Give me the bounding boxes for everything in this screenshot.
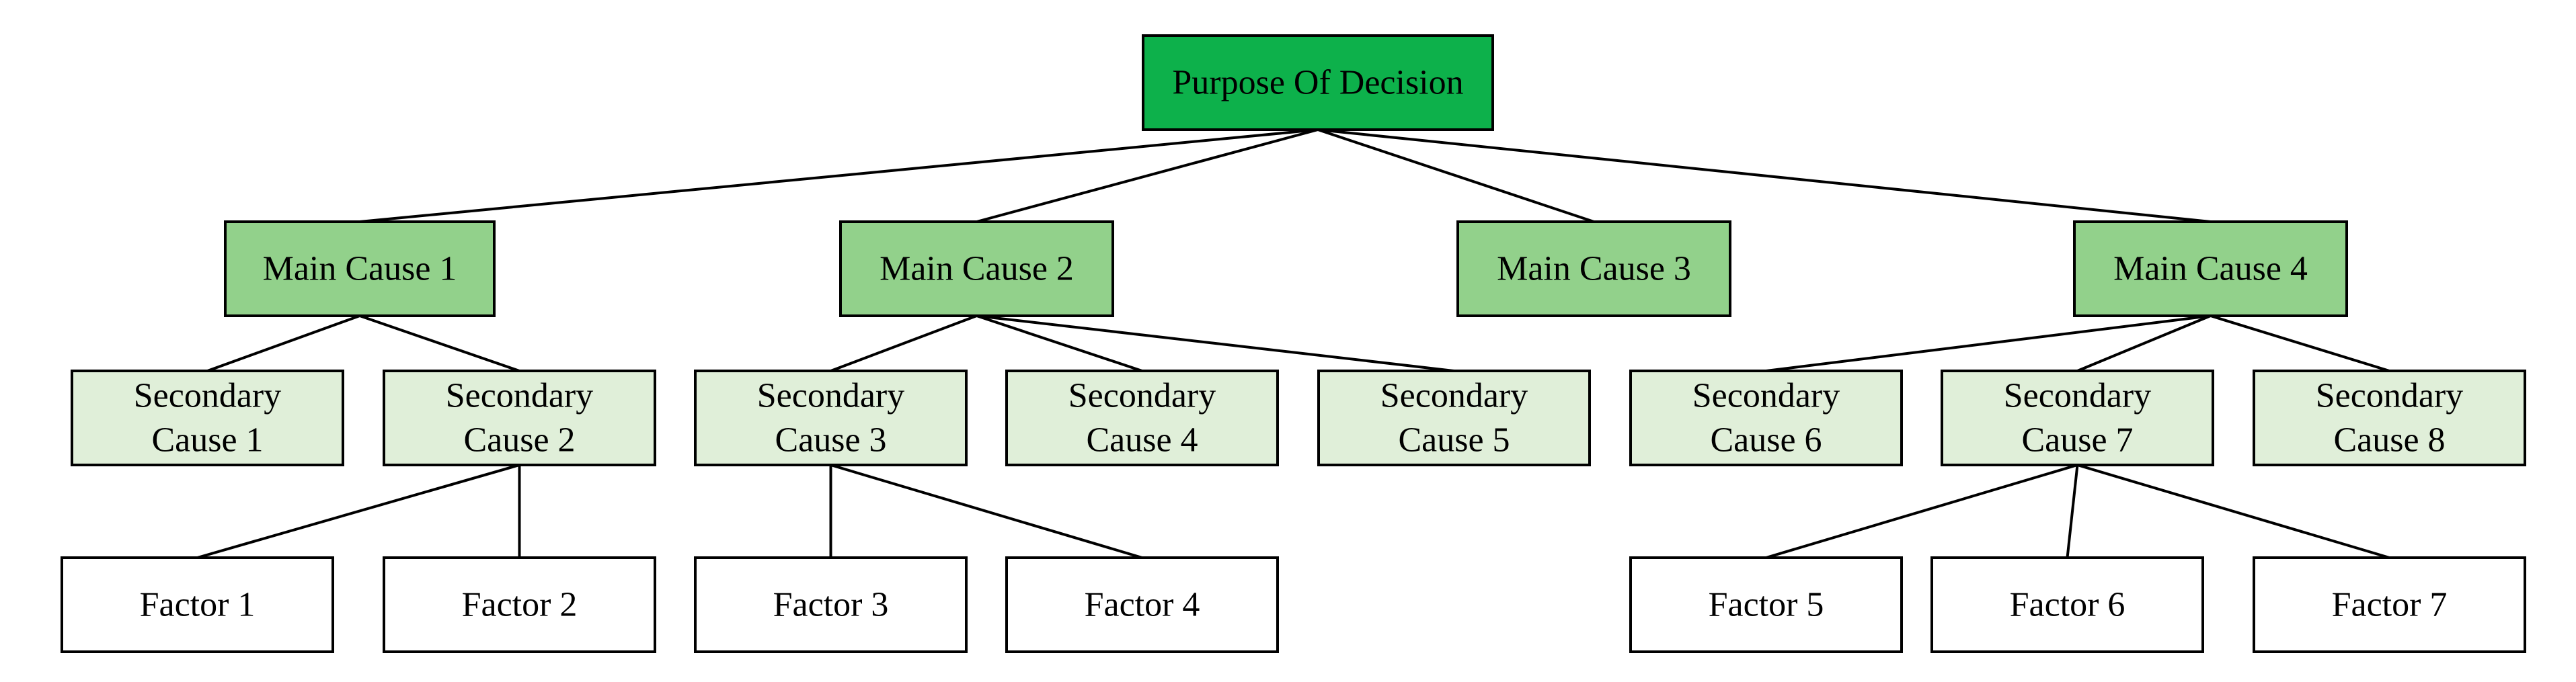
connector-root-m1 bbox=[359, 128, 1319, 223]
secondary-cause-node-7-label: Secondary bbox=[2004, 377, 2151, 415]
connector-m1-s1 bbox=[206, 314, 360, 372]
root-node-purpose-of-decision[interactable]: Purpose Of Decision bbox=[1142, 34, 1494, 131]
connector-m1-s2 bbox=[359, 314, 520, 372]
connector-root-m3 bbox=[1317, 128, 1595, 223]
factor-node-4[interactable]: Factor 4 bbox=[1005, 556, 1279, 653]
factor-node-3[interactable]: Factor 3 bbox=[694, 556, 968, 653]
secondary-cause-node-2-box bbox=[383, 370, 656, 466]
secondary-cause-node-4-label: Secondary bbox=[1068, 377, 1216, 415]
secondary-cause-node-1-label: Cause 1 bbox=[151, 421, 263, 460]
main-cause-node-2[interactable]: Main Cause 2 bbox=[839, 220, 1114, 317]
secondary-cause-node-1-label: Secondary bbox=[134, 377, 281, 415]
secondary-cause-node-2-label: Cause 2 bbox=[463, 421, 575, 460]
connector-s7-f7 bbox=[2076, 464, 2390, 559]
factor-node-2[interactable]: Factor 2 bbox=[383, 556, 656, 653]
connector-m4-s7 bbox=[2076, 314, 2212, 372]
main-cause-node-2-label: Main Cause 2 bbox=[880, 250, 1074, 288]
secondary-cause-node-7-label: Cause 7 bbox=[2021, 421, 2133, 460]
factor-node-5-label: Factor 5 bbox=[1709, 586, 1824, 624]
main-cause-node-3-box bbox=[1456, 220, 1731, 317]
secondary-cause-node-8-label: Secondary bbox=[2316, 377, 2463, 415]
main-cause-node-1-box bbox=[224, 220, 496, 317]
secondary-cause-node-7-box bbox=[1941, 370, 2214, 466]
factor-node-6-label: Factor 6 bbox=[2010, 586, 2125, 624]
main-cause-node-4-label: Main Cause 4 bbox=[2113, 250, 2308, 288]
connector-s3-f4 bbox=[830, 464, 1143, 559]
connector-root-m2 bbox=[976, 128, 1319, 223]
connector-s2-f1 bbox=[196, 464, 520, 559]
connector-m2-s5 bbox=[976, 314, 1454, 372]
factor-node-4-box bbox=[1005, 556, 1279, 653]
main-cause-node-3-label: Main Cause 3 bbox=[1497, 250, 1691, 288]
connector-m2-s3 bbox=[830, 314, 978, 372]
secondary-cause-node-8-label: Cause 8 bbox=[2333, 421, 2445, 460]
secondary-cause-node-6-label: Secondary bbox=[1692, 377, 1840, 415]
factor-node-5[interactable]: Factor 5 bbox=[1629, 556, 1903, 653]
secondary-cause-node-4-box bbox=[1005, 370, 1279, 466]
secondary-cause-node-5-box bbox=[1317, 370, 1591, 466]
main-cause-node-4[interactable]: Main Cause 4 bbox=[2073, 220, 2348, 317]
secondary-cause-node-2-label: Secondary bbox=[446, 377, 593, 415]
main-cause-node-1[interactable]: Main Cause 1 bbox=[224, 220, 496, 317]
root-node-purpose-of-decision-label: Purpose Of Decision bbox=[1172, 64, 1463, 102]
secondary-cause-node-6-label: Cause 6 bbox=[1710, 421, 1822, 460]
factor-node-6-box bbox=[1930, 556, 2204, 653]
secondary-cause-node-3-label: Secondary bbox=[757, 377, 904, 415]
root-node-purpose-of-decision-box bbox=[1142, 34, 1494, 131]
connector-root-m4 bbox=[1317, 128, 2211, 223]
main-cause-node-2-box bbox=[839, 220, 1114, 317]
factor-node-7-box bbox=[2253, 556, 2526, 653]
connector-m4-s6 bbox=[1766, 314, 2211, 372]
factor-node-7[interactable]: Factor 7 bbox=[2253, 556, 2526, 653]
secondary-cause-node-6-box bbox=[1629, 370, 1903, 466]
secondary-cause-node-1-box bbox=[71, 370, 344, 466]
factor-node-2-label: Factor 2 bbox=[462, 586, 578, 624]
factor-node-1-label: Factor 1 bbox=[140, 586, 256, 624]
factor-node-5-box bbox=[1629, 556, 1903, 653]
factor-node-1-box bbox=[61, 556, 334, 653]
secondary-cause-node-3-box bbox=[694, 370, 968, 466]
factor-node-1[interactable]: Factor 1 bbox=[61, 556, 334, 653]
connector-s7-f5 bbox=[1765, 464, 2078, 559]
secondary-cause-node-3-label: Cause 3 bbox=[775, 421, 886, 460]
connector-s7-f6 bbox=[2066, 464, 2079, 558]
factor-node-2-box bbox=[383, 556, 656, 653]
connector-m4-s8 bbox=[2210, 314, 2390, 372]
main-cause-node-4-box bbox=[2073, 220, 2348, 317]
factor-node-3-label: Factor 3 bbox=[773, 586, 889, 624]
main-cause-node-1-label: Main Cause 1 bbox=[263, 250, 457, 288]
factor-node-7-label: Factor 7 bbox=[2332, 586, 2448, 624]
secondary-cause-node-5-label: Cause 5 bbox=[1398, 421, 1510, 460]
connector-m2-s4 bbox=[976, 314, 1143, 372]
secondary-cause-node-4-label: Cause 4 bbox=[1086, 421, 1198, 460]
secondary-cause-node-5-label: Secondary bbox=[1380, 377, 1528, 415]
factor-node-6[interactable]: Factor 6 bbox=[1930, 556, 2204, 653]
factor-node-3-box bbox=[694, 556, 968, 653]
main-cause-node-3[interactable]: Main Cause 3 bbox=[1456, 220, 1731, 317]
connector-lines bbox=[196, 128, 2390, 559]
secondary-cause-node-8-box bbox=[2253, 370, 2526, 466]
factor-node-4-label: Factor 4 bbox=[1085, 586, 1200, 624]
